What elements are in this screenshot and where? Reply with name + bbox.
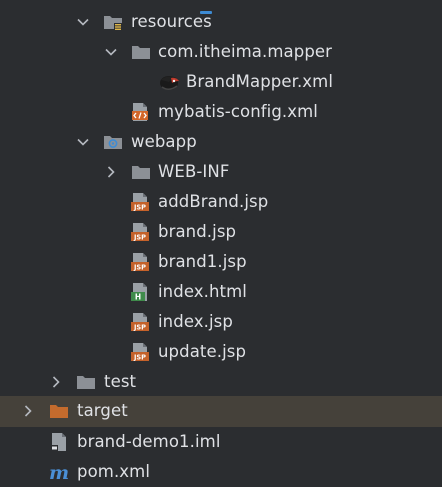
tree-row-index-html[interactable]: H index.html bbox=[0, 277, 442, 307]
html-file-icon: H bbox=[130, 282, 150, 302]
svg-text:m: m bbox=[49, 462, 69, 482]
jsp-file-icon: JSP bbox=[130, 252, 150, 272]
mybatis-bird-icon bbox=[157, 72, 181, 92]
tree-item-label: BrandMapper.xml bbox=[186, 72, 334, 91]
svg-text:JSP: JSP bbox=[133, 233, 146, 241]
tree-row-brand1-jsp[interactable]: JSP brand1.jsp bbox=[0, 247, 442, 277]
tree-item-label: brand1.jsp bbox=[158, 252, 247, 271]
chevron-down-icon[interactable] bbox=[76, 15, 90, 29]
excluded-folder-icon bbox=[49, 401, 69, 421]
tree-row-index-jsp[interactable]: JSP index.jsp bbox=[0, 307, 442, 337]
tree-item-label: resources bbox=[131, 12, 212, 31]
tree-item-label: index.jsp bbox=[158, 312, 233, 331]
tree-item-label: brand.jsp bbox=[158, 222, 237, 241]
jsp-file-icon: JSP bbox=[130, 222, 150, 242]
chevron-right-icon[interactable] bbox=[21, 404, 35, 418]
tree-row-update-jsp[interactable]: JSP update.jsp bbox=[0, 337, 442, 367]
resources-folder-icon bbox=[103, 12, 123, 32]
tree-item-label: com.itheima.mapper bbox=[158, 42, 333, 61]
tree-item-label: WEB-INF bbox=[158, 162, 230, 181]
chevron-down-icon[interactable] bbox=[104, 45, 118, 59]
maven-icon: m bbox=[49, 462, 69, 482]
tree-row-test[interactable]: test bbox=[0, 367, 442, 397]
tree-row-brand-jsp[interactable]: JSP brand.jsp bbox=[0, 217, 442, 247]
iml-file-icon bbox=[49, 432, 69, 452]
tree-item-label: webapp bbox=[131, 132, 197, 151]
folder-icon bbox=[131, 42, 151, 62]
tree-row-brand-demo1-iml[interactable]: brand-demo1.iml bbox=[0, 427, 442, 457]
tree-item-label: pom.xml bbox=[77, 462, 151, 481]
webapp-folder-icon bbox=[103, 132, 123, 152]
tree-item-label: test bbox=[104, 372, 137, 391]
chevron-right-icon[interactable] bbox=[49, 375, 63, 389]
folder-icon bbox=[76, 372, 96, 392]
scrolled-row-remnant bbox=[0, 0, 442, 14]
chevron-right-icon[interactable] bbox=[104, 165, 118, 179]
svg-text:JSP: JSP bbox=[133, 353, 146, 361]
tree-row-pom-xml[interactable]: m pom.xml bbox=[0, 457, 442, 487]
tree-row-web-inf[interactable]: WEB-INF bbox=[0, 157, 442, 187]
tree-row-brandmapper-xml[interactable]: BrandMapper.xml bbox=[0, 67, 442, 97]
xml-file-icon bbox=[130, 102, 150, 122]
tree-item-label: brand-demo1.iml bbox=[77, 432, 221, 451]
tree-item-label: addBrand.jsp bbox=[158, 192, 269, 211]
tree-row-resources[interactable]: resources bbox=[0, 7, 442, 37]
svg-text:JSP: JSP bbox=[133, 323, 146, 331]
tree-item-label: index.html bbox=[158, 282, 247, 301]
tree-item-label: mybatis-config.xml bbox=[158, 102, 318, 121]
folder-icon bbox=[131, 162, 151, 182]
tree-row-com-itheima-mapper[interactable]: com.itheima.mapper bbox=[0, 37, 442, 67]
jsp-file-icon: JSP bbox=[130, 192, 150, 212]
jsp-file-icon: JSP bbox=[130, 312, 150, 332]
tree-item-label: target bbox=[77, 401, 128, 420]
chevron-down-icon[interactable] bbox=[76, 135, 90, 149]
tree-row-target[interactable]: target bbox=[0, 396, 442, 427]
svg-text:JSP: JSP bbox=[133, 263, 146, 271]
tree-row-addbrand-jsp[interactable]: JSP addBrand.jsp bbox=[0, 187, 442, 217]
tree-row-webapp[interactable]: webapp bbox=[0, 127, 442, 157]
svg-text:H: H bbox=[135, 293, 141, 302]
tree-row-mybatis-config-xml[interactable]: mybatis-config.xml bbox=[0, 97, 442, 127]
svg-text:JSP: JSP bbox=[133, 203, 146, 211]
jsp-file-icon: JSP bbox=[130, 342, 150, 362]
tree-item-label: update.jsp bbox=[158, 342, 247, 361]
